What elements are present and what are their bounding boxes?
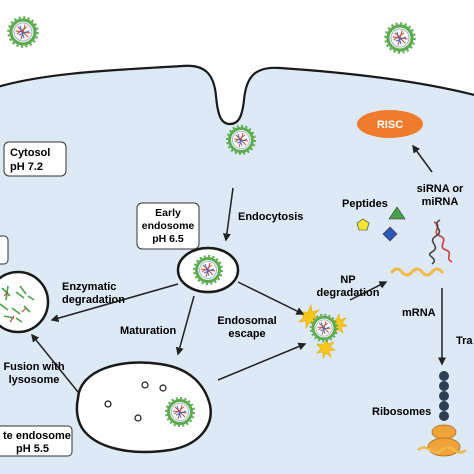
peptide-bead	[439, 401, 449, 411]
peptide-diamond-icon	[382, 226, 398, 242]
nanoparticle-icon	[6, 15, 40, 49]
early-endosome-label-2: endosome	[142, 220, 195, 232]
risc-label: RISC	[377, 119, 403, 131]
peptide-bead	[439, 391, 449, 401]
late-endosome-label: te endosome	[3, 430, 71, 442]
peptide-pentagon-icon	[356, 218, 370, 231]
fusion-label-1: Fusion with	[3, 361, 64, 373]
risc-complex	[357, 110, 423, 138]
arrow-np-degradation	[349, 281, 388, 301]
rna-helix-icon	[428, 219, 453, 265]
sirna-label-1: siRNA or	[417, 183, 464, 195]
degraded-fragments	[0, 285, 35, 323]
peptide-bead	[439, 371, 449, 381]
endosomal-label-2: escape	[228, 328, 265, 340]
cytosol-box	[3, 141, 67, 177]
mrna-strand	[390, 267, 444, 277]
cytosol-ph: pH 7.2	[10, 161, 43, 173]
np-label-2: degradation	[317, 287, 380, 299]
fusion-label-2: lysosome	[9, 374, 60, 386]
arrow-maturation	[175, 295, 195, 356]
endocytosis-label: Endocytosis	[238, 211, 303, 223]
escape-burst-icon	[298, 303, 348, 360]
lysosome	[0, 270, 50, 334]
ribosomes-label: Ribosomes	[372, 406, 431, 418]
nanoparticle-icon	[383, 21, 417, 55]
maturation-label: Maturation	[120, 325, 177, 337]
arrow-fusion	[31, 333, 79, 393]
enzymatic-label-2: degradation	[62, 294, 125, 306]
peptide-bead	[439, 381, 449, 391]
peptide-triangle-icon	[388, 206, 406, 220]
np-label-1: NP	[340, 274, 355, 286]
enzymatic-label-1: Enzymatic	[62, 281, 116, 293]
arrow-to-lysosome	[50, 283, 179, 323]
peptides-label: Peptides	[342, 198, 388, 210]
sirna-label-2: miRNA	[422, 196, 459, 208]
arrow-endocytosis	[222, 187, 234, 242]
late-endosome	[75, 361, 212, 454]
vesicle	[104, 400, 112, 408]
arrow-escape-late	[217, 342, 307, 381]
early-endosome-ph: pH 6.5	[152, 233, 184, 245]
ribosome-icon	[417, 371, 467, 457]
vesicle	[159, 384, 167, 392]
partial-box	[0, 235, 9, 265]
arrow-to-risc	[412, 144, 433, 173]
late-endosome-box	[0, 425, 73, 457]
late-endosome-ph: pH 5.5	[16, 443, 49, 455]
peptide-bead	[439, 411, 449, 421]
mrna-label: mRNA	[402, 307, 436, 319]
arrow-escape-early	[237, 281, 305, 315]
endosomal-label-1: Endosomal	[217, 315, 276, 327]
translation-label: Tra	[456, 335, 473, 347]
early-endosome-label-1: Early	[155, 207, 181, 219]
early-endosome-box	[136, 202, 200, 250]
vesicle	[141, 381, 149, 389]
vesicle	[134, 414, 142, 422]
cytosol-label: Cytosol	[10, 147, 50, 159]
